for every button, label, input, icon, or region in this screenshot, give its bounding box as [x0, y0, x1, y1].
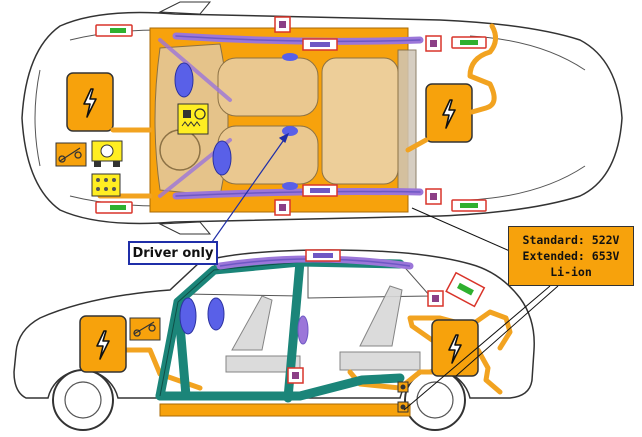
sensor-rear-right	[451, 199, 487, 212]
battery-standard-voltage: Standard: 522V	[522, 233, 620, 247]
inflator-top-4	[274, 199, 291, 216]
side-seats	[225, 285, 421, 373]
side-battery-pack	[159, 403, 411, 417]
airbag-control-unit	[177, 103, 209, 135]
driver-leader-line	[211, 132, 290, 243]
inflator-top-2	[425, 35, 442, 52]
top-view	[21, 1, 623, 235]
side-inflator-rear	[427, 290, 444, 307]
inflator-top-3	[425, 188, 442, 205]
battery-chemistry: Li-ion	[550, 265, 592, 279]
sensor-front-right	[95, 201, 133, 214]
battery-extended-voltage: Extended: 653V	[522, 249, 620, 263]
driver-only-label: Driver only	[128, 241, 218, 265]
side-front-airbag	[179, 297, 197, 335]
crash-sensors-top	[95, 16, 487, 216]
side-inflator-floor	[287, 367, 304, 384]
inflator-top-1	[274, 16, 291, 33]
leader-lines	[403, 207, 559, 411]
capacitor-icon	[91, 173, 121, 197]
side-sensor-rear	[445, 271, 486, 308]
driver-knee-airbag	[212, 140, 232, 176]
side-roof-inflator	[305, 249, 341, 262]
battery-spec-callout: Standard: 522V Extended: 653V Li-ion	[508, 226, 634, 286]
front-components	[55, 140, 123, 197]
roof-inflator-top	[302, 38, 338, 51]
seat-airbag-center	[282, 126, 298, 136]
sensor-front-left	[95, 24, 133, 37]
sensor-rear-left	[451, 36, 487, 49]
front-wheel	[52, 369, 114, 431]
roof-inflator-bottom	[302, 184, 338, 197]
seat-airbag-front-right	[282, 182, 298, 190]
passenger-airbag	[174, 62, 194, 98]
seat-airbag-front-left	[282, 53, 298, 61]
side-view	[13, 249, 535, 431]
side-seat-airbag	[297, 315, 309, 345]
side-knee-airbag	[207, 297, 225, 331]
